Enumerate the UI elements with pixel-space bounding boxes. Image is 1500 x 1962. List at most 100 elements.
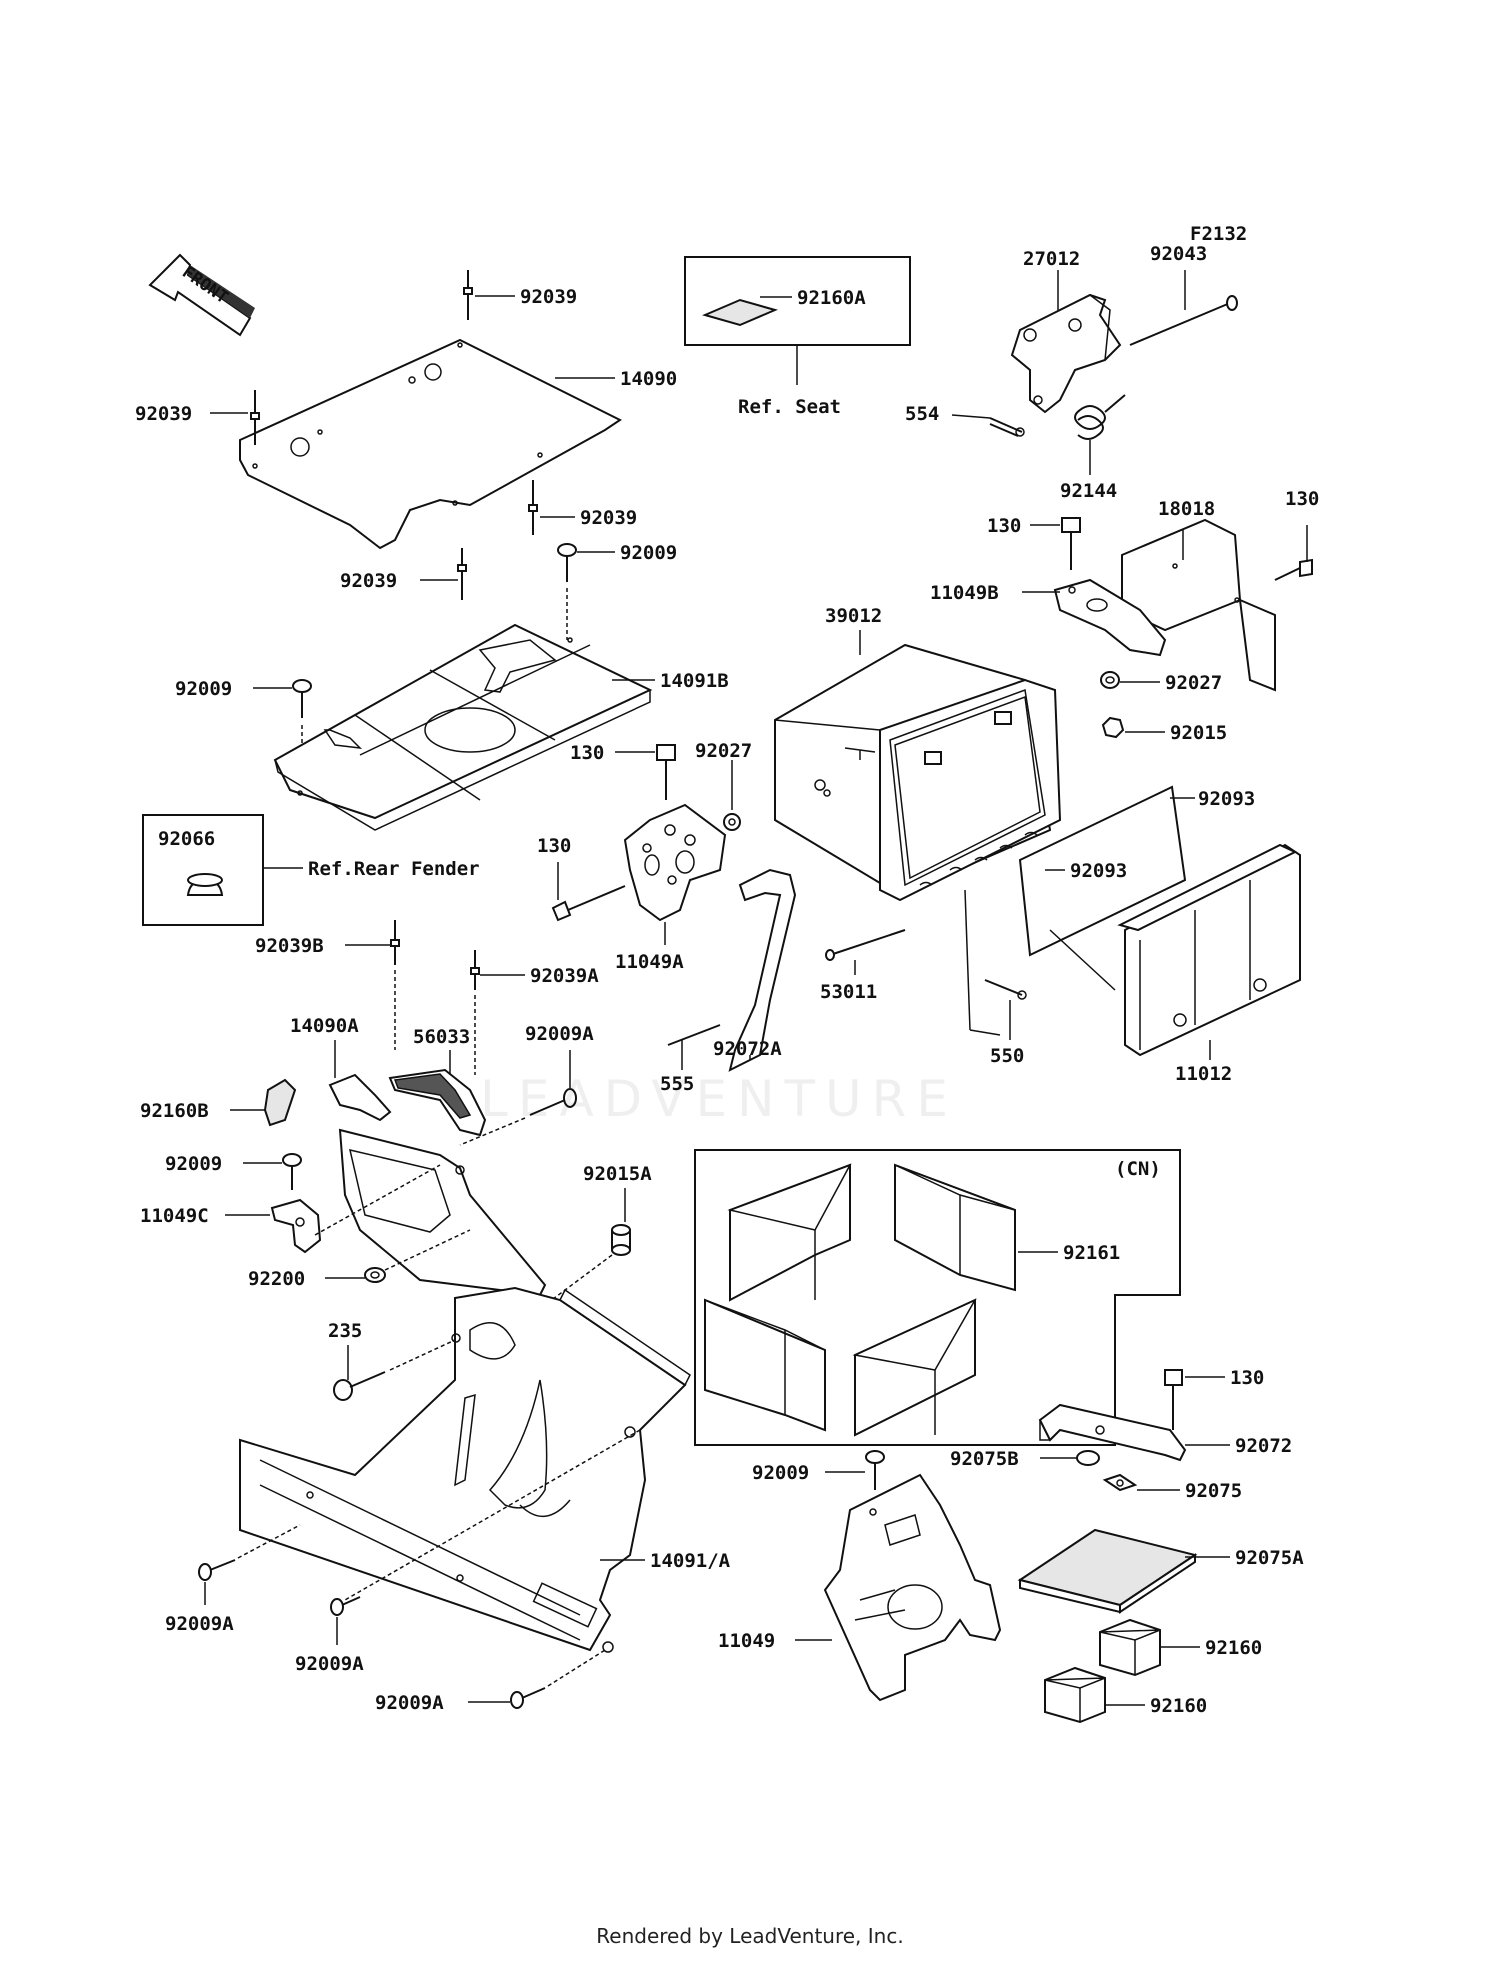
bolt-130-b [1274, 558, 1313, 581]
label-92075B: 92075B [950, 1448, 1019, 1470]
bolt-92043 [1129, 295, 1238, 346]
block-92161-b [894, 1163, 1016, 1292]
label-92200: 92200 [248, 1268, 305, 1290]
holder-14090A [328, 1073, 547, 1297]
label-14091A: 14091/A [650, 1550, 731, 1572]
rivet-92039A [470, 950, 480, 990]
label-92039A: 92039A [530, 965, 599, 987]
washer-92075B [1076, 1450, 1100, 1466]
screw-92009A-d [510, 1687, 546, 1709]
label-92009-b: 92009 [175, 678, 232, 700]
label-550: 550 [990, 1045, 1024, 1067]
label-235: 235 [328, 1320, 362, 1342]
screw-92009A-b [198, 1559, 236, 1581]
strap-92072A [728, 868, 797, 1072]
label-92043: 92043 [1150, 243, 1207, 265]
block-92161-a [727, 1163, 852, 1302]
rivet-92039B [390, 920, 400, 965]
pad-92093-a [1018, 785, 1187, 957]
label-92009-c: 92009 [165, 1153, 222, 1175]
bracket-92072 [1038, 1403, 1187, 1462]
label-27012: 27012 [1023, 248, 1080, 270]
pin-550 [984, 979, 1027, 1000]
label-130-a: 130 [987, 515, 1021, 537]
cover-11012 [1117, 843, 1301, 1057]
label-92072: 92072 [1235, 1435, 1292, 1457]
label-92015: 92015 [1170, 722, 1227, 744]
mat-14091B [273, 623, 653, 831]
label-92160A: 92160A [797, 287, 866, 309]
label-92009-d: 92009 [752, 1462, 809, 1484]
label-39012: 39012 [825, 605, 882, 627]
pad-92160-a [1099, 1618, 1161, 1677]
spring-92144 [1074, 394, 1126, 440]
bracket-11049 [823, 1473, 1002, 1702]
bolt-130-d [551, 885, 626, 922]
block-92161-d [852, 1298, 977, 1437]
figure-code: F2132 [1190, 223, 1247, 245]
bracket-11049B [1053, 578, 1167, 657]
label-14090A: 14090A [290, 1015, 359, 1037]
label-130-b: 130 [1285, 488, 1319, 510]
label-11049A: 11049A [615, 951, 684, 973]
bolt-130-c [656, 744, 676, 800]
label-92039-left: 92039 [135, 403, 192, 425]
ref-rear-fender: Ref.Rear Fender [308, 858, 480, 880]
label-11049: 11049 [718, 1630, 775, 1652]
label-18018: 18018 [1158, 498, 1215, 520]
label-11049C: 11049C [140, 1205, 209, 1227]
washer-92200 [364, 1267, 386, 1283]
pad-92160B [263, 1078, 297, 1127]
label-92027-b: 92027 [695, 740, 752, 762]
panel-14091A [239, 1286, 691, 1653]
front-arrow-icon: FRONT [148, 253, 255, 337]
screw-92009A-c [330, 1596, 361, 1616]
screw-92009-b [292, 679, 312, 718]
latch-27012 [1010, 293, 1122, 414]
label-53011: 53011 [820, 981, 877, 1003]
label-92015A: 92015A [583, 1163, 652, 1185]
screw-92009-d [865, 1450, 885, 1490]
label-555: 555 [660, 1073, 694, 1095]
collar-92015A [611, 1224, 631, 1256]
ref-seat: Ref. Seat [738, 396, 841, 418]
panel-14090 [239, 338, 622, 550]
bolt-235 [333, 1371, 386, 1401]
label-92161: 92161 [1063, 1242, 1120, 1264]
label-14091B: 14091B [660, 670, 729, 692]
label-92093-a: 92093 [1198, 788, 1255, 810]
label-14090: 14090 [620, 368, 677, 390]
label-92009A-b: 92009A [165, 1613, 234, 1635]
label-92075: 92075 [1185, 1480, 1242, 1502]
block-92161-c [704, 1298, 826, 1432]
ref-box-92066 [142, 814, 264, 926]
label-92039B: 92039B [255, 935, 324, 957]
bracket-11049A [623, 803, 727, 922]
nut-92075 [1102, 1473, 1138, 1492]
pin-554 [989, 417, 1025, 437]
label-92066: 92066 [158, 828, 215, 850]
label-92160-a: 92160 [1205, 1637, 1262, 1659]
bolt-130-a [1061, 517, 1081, 570]
bracket-11049C [270, 1198, 322, 1254]
footer-credit: Rendered by LeadVenture, Inc. [596, 1924, 904, 1948]
screw-92009-c [282, 1153, 302, 1190]
label-92009A-d: 92009A [375, 1692, 444, 1714]
label-92039-right: 92039 [580, 507, 637, 529]
label-130-c: 130 [570, 742, 604, 764]
cn-label: (CN) [1115, 1158, 1161, 1180]
battery-case-39012 [774, 643, 1062, 902]
cn-box [694, 1149, 1181, 1446]
rod-53011 [825, 929, 906, 961]
label-92039-bottom: 92039 [340, 570, 397, 592]
label-92009-a: 92009 [620, 542, 677, 564]
label-92075A: 92075A [1235, 1547, 1304, 1569]
label-92009A-c: 92009A [295, 1653, 364, 1675]
label-92039-top: 92039 [520, 286, 577, 308]
washer-92027-b [723, 813, 741, 831]
sheet-92075A [1017, 1528, 1198, 1614]
label-554: 554 [905, 403, 939, 425]
label-130-d: 130 [537, 835, 571, 857]
label-11049B: 11049B [930, 582, 999, 604]
